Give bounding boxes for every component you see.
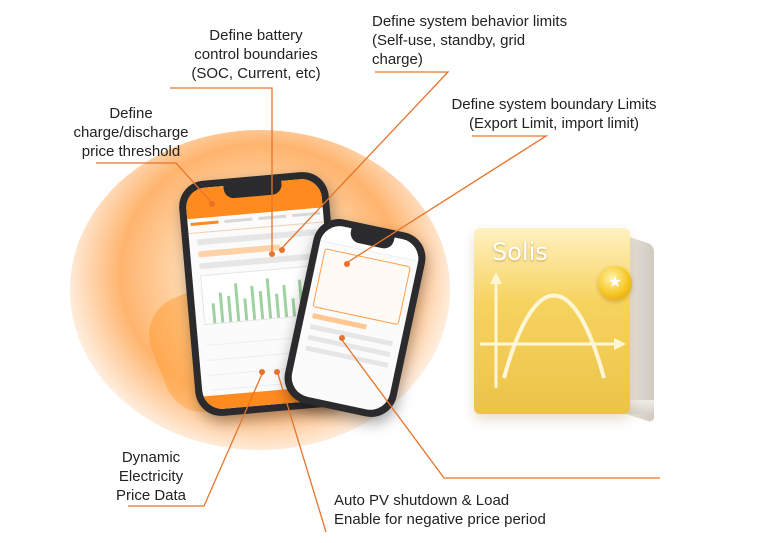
label-battery-boundaries: Define battery control boundaries (SOC, … <box>191 27 321 82</box>
sine-curve-icon <box>480 272 626 388</box>
label-behavior-limits: Define system behavior limits (Self-use,… <box>372 13 568 68</box>
label-price-threshold: Define charge/discharge price threshold <box>73 105 189 160</box>
leader-price-threshold <box>96 162 213 204</box>
leader-behavior <box>281 71 450 249</box>
leader-boundary <box>347 135 549 263</box>
label-boundary-limits: Define system boundary Limits (Export Li… <box>451 96 657 132</box>
brand-logo: Solis <box>492 238 548 266</box>
label-auto-pv: Auto PV shutdown & Load Enable for negat… <box>334 492 546 528</box>
solis-card <box>474 228 630 414</box>
leader-card <box>341 339 660 479</box>
star-coin-icon: ★ <box>598 266 632 300</box>
leader-auto-pv <box>277 373 327 533</box>
label-dynamic-price: Dynamic Electricity Price Data <box>115 449 187 504</box>
leader-dynamic-price <box>128 373 263 507</box>
leader-battery <box>170 87 273 252</box>
